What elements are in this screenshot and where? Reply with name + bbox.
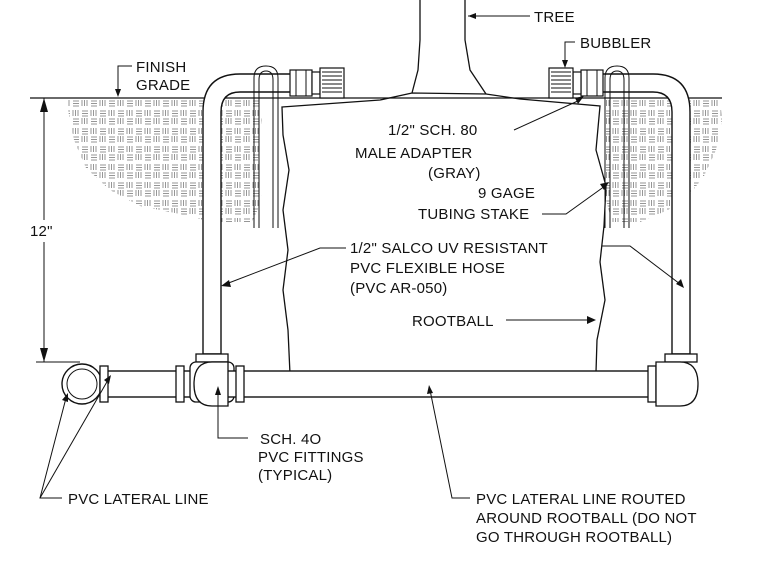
label-lateral: PVC LATERAL LINE [68, 491, 209, 508]
tree-trunk [411, 0, 487, 95]
label-fittings-1: SCH. 4O [260, 431, 321, 448]
label-adapter-2: MALE ADAPTER [355, 145, 472, 162]
label-routed-3: GO THROUGH ROOTBALL) [476, 529, 672, 546]
label-finish-grade-1: FINISH [136, 59, 186, 76]
label-hose-3: (PVC AR-050) [350, 280, 447, 297]
label-fittings-2: PVC FITTINGS [258, 449, 364, 466]
depth-dimension [26, 97, 80, 363]
label-stake-2: TUBING STAKE [418, 206, 529, 223]
lateral-line [61, 361, 699, 407]
soil-hatch-left [68, 98, 262, 222]
label-depth: 12" [30, 223, 53, 240]
label-hose-1: 1/2" SALCO UV RESISTANT [350, 240, 548, 257]
leader-lines [39, 13, 684, 499]
soil-hatch-right [606, 98, 722, 222]
label-rootball: ROOTBALL [412, 313, 494, 330]
label-tree: TREE [534, 9, 575, 26]
label-bubbler: BUBBLER [580, 35, 651, 52]
label-finish-grade-2: GRADE [136, 77, 190, 94]
label-hose-2: PVC FLEXIBLE HOSE [350, 260, 505, 277]
label-adapter-3: (GRAY) [428, 165, 481, 182]
right-riser-assembly [548, 65, 698, 363]
label-adapter-1: 1/2" SCH. 80 [388, 122, 477, 139]
label-fittings-3: (TYPICAL) [258, 467, 332, 484]
left-riser-assembly [195, 65, 345, 363]
rootball-outline [281, 92, 607, 375]
label-stake-1: 9 GAGE [478, 185, 535, 202]
label-routed-1: PVC LATERAL LINE ROUTED [476, 491, 686, 508]
label-routed-2: AROUND ROOTBALL (DO NOT [476, 510, 697, 527]
